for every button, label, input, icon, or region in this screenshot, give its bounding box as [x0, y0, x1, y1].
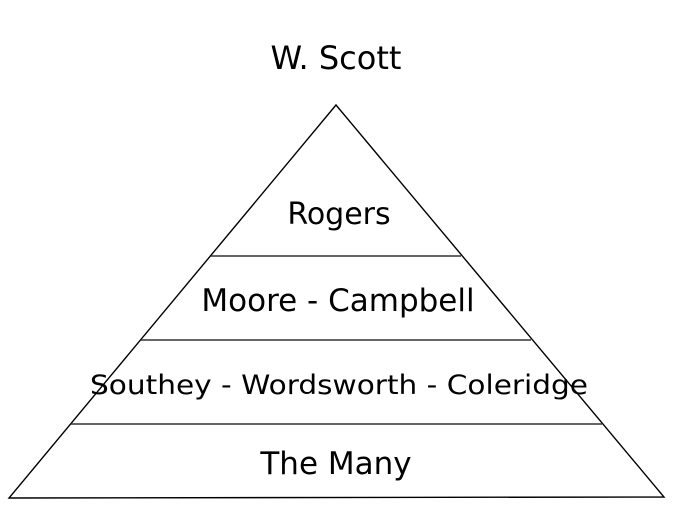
- tier-label-2: Moore - Campbell: [201, 283, 474, 319]
- tier-label-1: Rogers: [287, 197, 390, 232]
- tier-label-4: The Many: [259, 446, 411, 482]
- tier-label-3: Southey - Wordsworth - Coleridge: [90, 370, 588, 401]
- pyramid-outline: [7, 103, 666, 499]
- apex-title: W. Scott: [271, 39, 402, 77]
